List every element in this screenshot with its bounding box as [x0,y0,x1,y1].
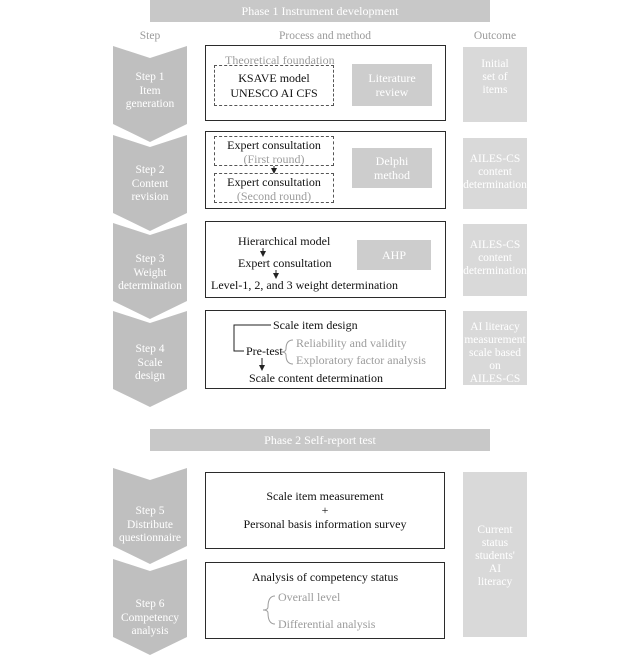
scale-item-design-text: Scale item design [273,318,358,332]
first-round-dashed-box [214,136,334,166]
process-column-header: Process and method [279,30,371,42]
process-box-1 [205,45,446,121]
hierarchical-model-text: Hierarchical model [238,234,331,248]
expert-consultation-2-text: Expert consultation [227,175,321,189]
outcome-column-header: Outcome [473,30,517,42]
phase1-banner: Phase 1 Instrument development [150,0,490,22]
step5-chevron [113,468,187,564]
expert-consultation-1-text: Expert consultation [227,138,321,152]
second-round-text: (Second round) [236,189,312,203]
scale-item-measurement-text: Scale item measurement [266,489,384,503]
step-column-header: Step [139,30,161,42]
process-box-2 [205,131,446,209]
plus-sign: + [321,503,329,517]
overall-level-text: Overall level [278,590,341,604]
process-box-4 [205,310,446,389]
ksave-model-text: KSAVE model [238,71,310,85]
scale-content-determination-text: Scale content determination [249,371,383,385]
process-box-5 [205,472,445,549]
theory-dashed-box [214,65,334,106]
process-box-3 [205,221,446,298]
ahp-box: AHP [357,240,431,270]
step1-chevron [113,46,187,142]
differential-analysis-text: Differential analysis [278,617,376,631]
reliability-validity-text: Reliability and validity [296,336,407,350]
step4-chevron [113,311,187,407]
pretest-brace [280,339,294,365]
exploratory-factor-analysis-text: Exploratory factor analysis [296,353,426,367]
pre-test-text: Pre-test [246,344,283,358]
process-box-6 [205,562,445,639]
competency-status-analysis-text: Analysis of competency status [251,570,399,584]
phase2-banner: Phase 2 Self-report test [150,429,490,451]
unesco-ai-cfs-text: UNESCO AI CFS [230,86,318,100]
weight-determination-text: Level-1, 2, and 3 weight determination [211,278,398,292]
step3-chevron [113,223,187,319]
theoretical-foundation-caption: Theoretical foundation [225,53,335,67]
analysis-brace [262,595,276,625]
scale-design-connector [233,324,271,352]
step2-chevron [113,135,187,231]
expert-consultation-3-text: Expert consultation [238,256,332,270]
personal-information-survey-text: Personal basis information survey [243,517,407,531]
first-round-text: (First round) [243,152,305,166]
step6-chevron [113,559,187,655]
